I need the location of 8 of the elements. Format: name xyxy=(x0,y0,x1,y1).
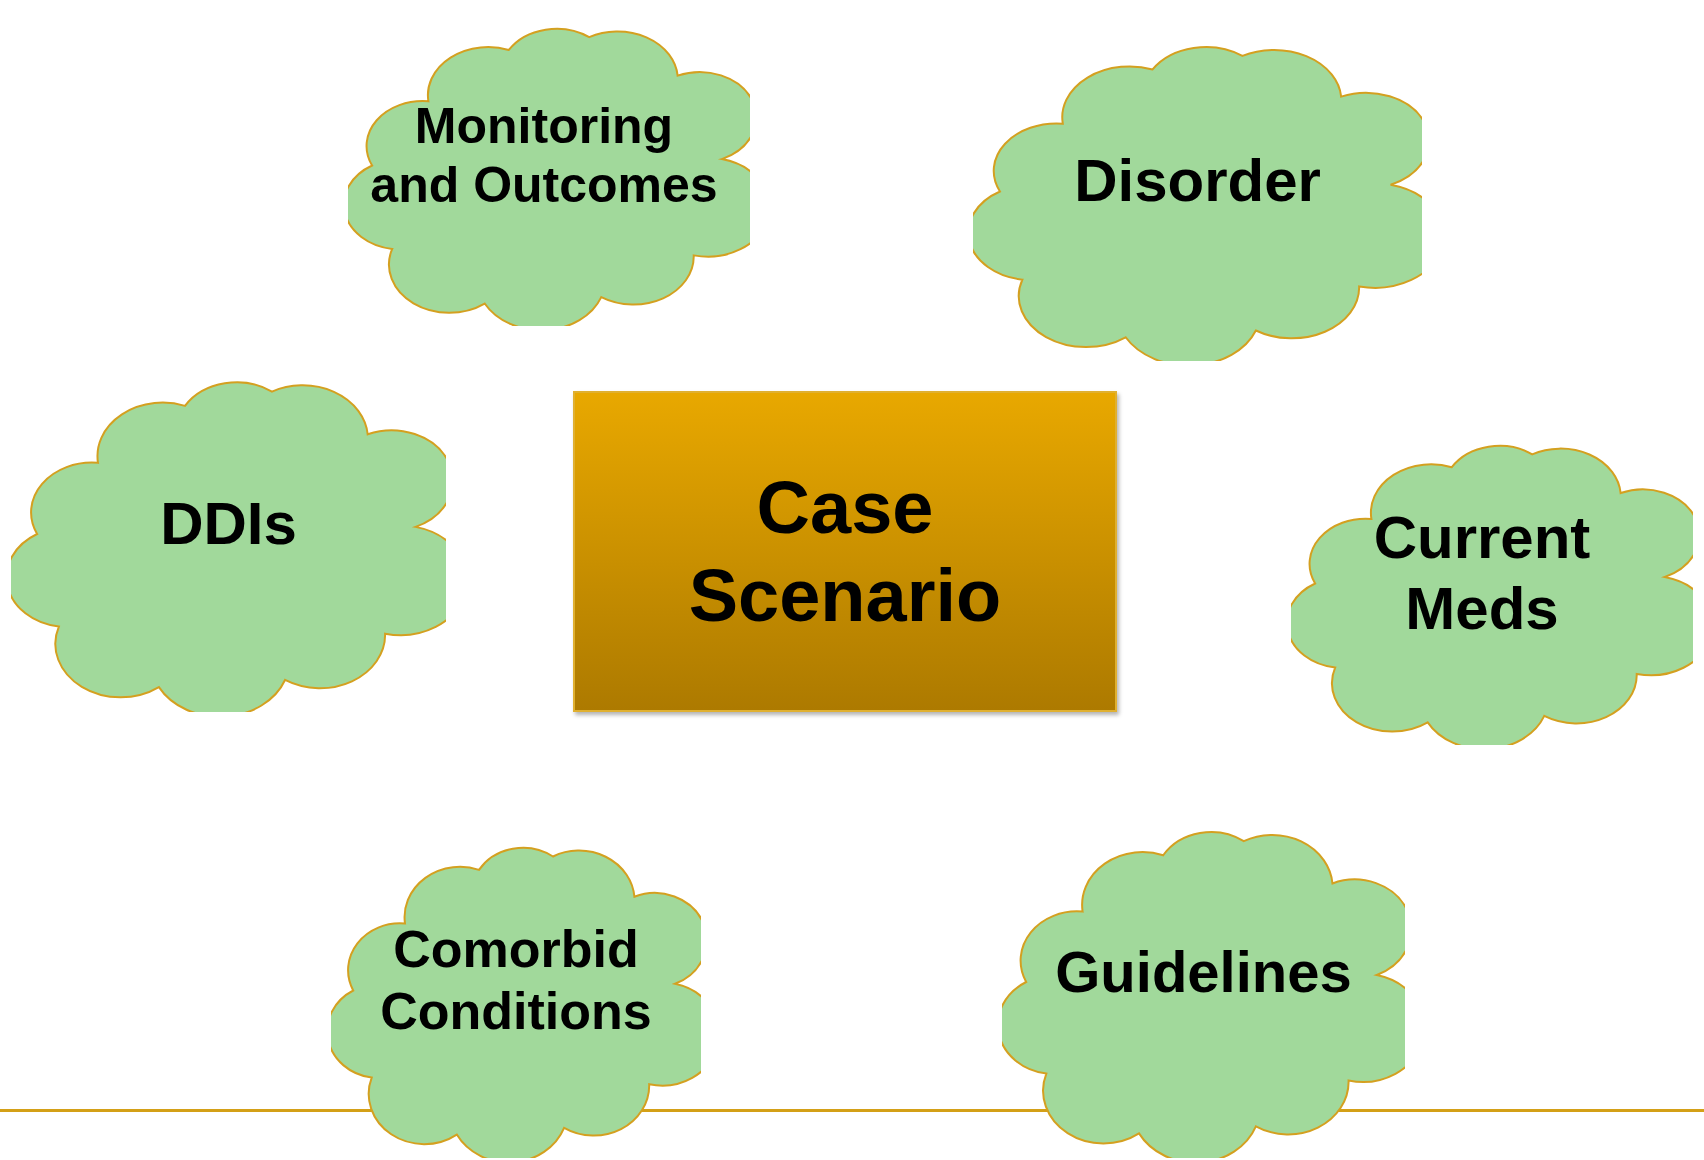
node-label: Comorbid Conditions xyxy=(379,919,653,1042)
node-label: Case Scenario xyxy=(687,465,1003,639)
node-label: Current Meds xyxy=(1372,502,1592,644)
process-box xyxy=(573,391,1117,712)
node-label: Disorder xyxy=(1074,146,1321,217)
node-label: Guidelines xyxy=(1055,937,1352,1006)
node-label: DDIs xyxy=(160,488,297,559)
node-label: Monitoring and Outcomes xyxy=(369,96,719,215)
